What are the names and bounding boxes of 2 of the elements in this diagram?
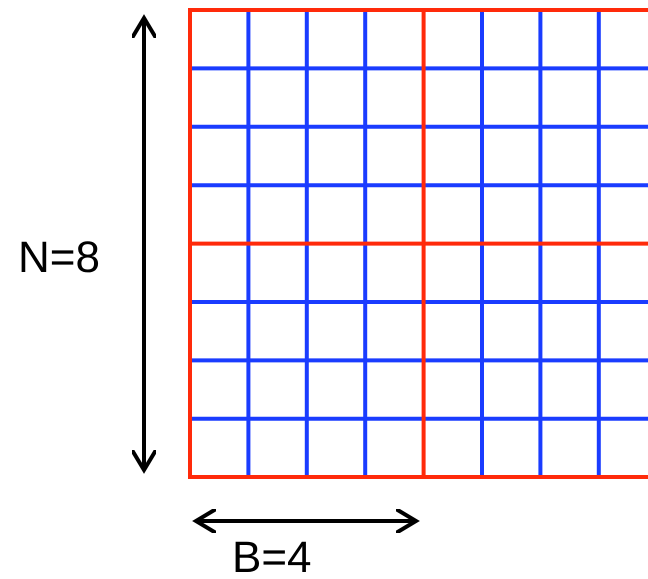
dimension-label: B=4	[232, 536, 312, 579]
dimension-label: N=8	[18, 236, 100, 280]
